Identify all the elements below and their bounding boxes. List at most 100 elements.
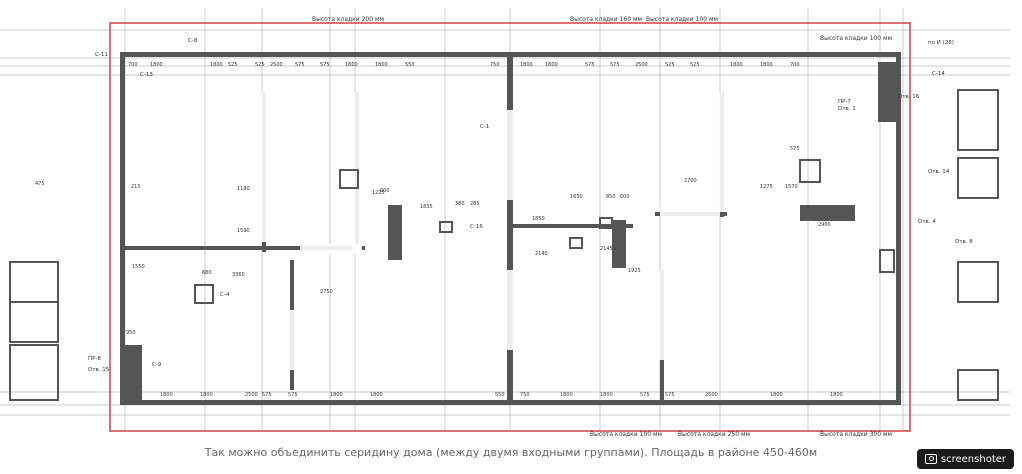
plan-label: С-8 [188, 38, 198, 44]
mid-dim: 680 [202, 270, 212, 276]
side-room [957, 157, 999, 199]
side-room [957, 261, 999, 303]
camera-icon [924, 454, 937, 464]
top-note-3: Высота кладки 100 мм [646, 16, 718, 23]
plan-label: С-9 [152, 362, 162, 368]
mid-dim: 950 [126, 330, 136, 336]
mid-dim: 2140 [535, 251, 548, 257]
center-partition [513, 224, 633, 228]
mid-dim: 1650 [570, 194, 583, 200]
bottom-dim: 575 [288, 392, 298, 398]
bottom-dim: 1800 [200, 392, 213, 398]
plan-label: по И (26) [928, 40, 954, 46]
bottom-dim: 1800 [560, 392, 573, 398]
mid-dim: 2145 [600, 246, 613, 252]
bottom-dim: 750 [520, 392, 530, 398]
plan-label: С-16 [470, 224, 483, 230]
top-dim: 1800 [760, 62, 773, 68]
mid-dim: 1835 [420, 204, 433, 210]
plan-label: ПР-7 [838, 99, 851, 105]
stair-block-left [120, 345, 142, 405]
blurred-segment [288, 310, 298, 370]
side-room [9, 301, 59, 343]
top-dim: 1800 [375, 62, 388, 68]
top-dim: 2500 [635, 62, 648, 68]
bottom-dim: 1800 [830, 392, 843, 398]
plan-label: С-11 [95, 52, 108, 58]
top-dim: 575 [295, 62, 305, 68]
top-note-2: Высота кладки 160 мм [570, 16, 642, 23]
blurred-segment [260, 92, 270, 242]
column-box [339, 169, 359, 189]
top-note-1: Высота кладки 200 мм [312, 16, 384, 23]
walls [9, 52, 999, 405]
blurred-segment [655, 270, 669, 360]
stair-block-right [878, 62, 898, 122]
floor-plan: 700 1800 1800 525 525 2500 575 575 1800 1800 550 75… [0, 8, 1010, 438]
mid-dim: 600 [620, 194, 630, 200]
side-room [9, 344, 59, 401]
mid-dim: 1570 [785, 184, 798, 190]
plan-label: Отв. 15 [88, 367, 110, 373]
plan-label: С-13 [140, 72, 153, 78]
top-dim: 525 [255, 62, 265, 68]
mid-dim: 2750 [320, 289, 333, 295]
top-dim: 525 [228, 62, 238, 68]
blurred-segment [300, 244, 360, 254]
top-dim: 1800 [210, 62, 223, 68]
right-wall [896, 52, 901, 405]
top-dim: 1800 [545, 62, 558, 68]
bottom-dim: 1800 [770, 392, 783, 398]
mid-dim: 850 [606, 194, 616, 200]
bottom-dim: 1800 [370, 392, 383, 398]
top-dim: 2500 [270, 62, 283, 68]
column-box [799, 159, 821, 183]
screenshoter-badge: screenshoter [916, 449, 1014, 469]
top-dim: 550 [405, 62, 415, 68]
bottom-dim: 1800 [330, 392, 343, 398]
center-wall [507, 52, 513, 405]
bottom-dim: 2500 [245, 392, 258, 398]
mid-dim: 1180 [237, 186, 250, 192]
plan-label: Отв. 4 [918, 219, 936, 225]
column-box [569, 237, 583, 249]
side-room [9, 261, 59, 303]
bottom-dim: 575 [640, 392, 650, 398]
shaft-2 [612, 220, 626, 268]
blurred-segment [500, 270, 518, 350]
bottom-dim: 575 [665, 392, 675, 398]
bottom-note-2: Высота кладки 250 мм [678, 431, 750, 438]
mid-dim: 1850 [532, 216, 545, 222]
bottom-dim: 1800 [160, 392, 173, 398]
outline-rectangle [109, 22, 911, 432]
mid-dim: 2900 [818, 222, 831, 228]
top-dim: 575 [320, 62, 330, 68]
blurred-segment [718, 92, 728, 212]
left-partition [125, 246, 295, 250]
right-note: Высота кладки 100 мм [820, 35, 892, 42]
bottom-dim: 1800 [600, 392, 613, 398]
side-room [957, 89, 999, 151]
mid-dim: 380 [455, 201, 465, 207]
top-dim: 700 [790, 62, 800, 68]
plan-label: Отв. 1 [838, 106, 856, 112]
mid-dim: 475 [35, 181, 45, 187]
bottom-note-1: Высота кладки 100 мм [590, 431, 662, 438]
plan-label: Отв. 16 [898, 94, 920, 100]
plan-labels: 700 1800 1800 525 525 2500 575 575 1800 1800 550 75… [35, 38, 973, 398]
plan-label: Отв. 8 [955, 239, 973, 245]
mid-dim: 2700 [684, 178, 697, 184]
column-box [439, 221, 453, 233]
blurred-segment [660, 205, 720, 217]
mid-dim: 1590 [237, 228, 250, 234]
mid-dim: 1550 [132, 264, 145, 270]
plan-label: С-4 [220, 292, 230, 298]
blurred-segment [500, 110, 518, 200]
bottom-dim: 550 [495, 392, 505, 398]
plan-label: ПР-8 [88, 356, 101, 362]
side-room [957, 369, 999, 401]
top-dim: 750 [490, 62, 500, 68]
top-dim: 525 [690, 62, 700, 68]
mid-dim: 285 [470, 201, 480, 207]
mid-dim: 600 [380, 188, 390, 194]
